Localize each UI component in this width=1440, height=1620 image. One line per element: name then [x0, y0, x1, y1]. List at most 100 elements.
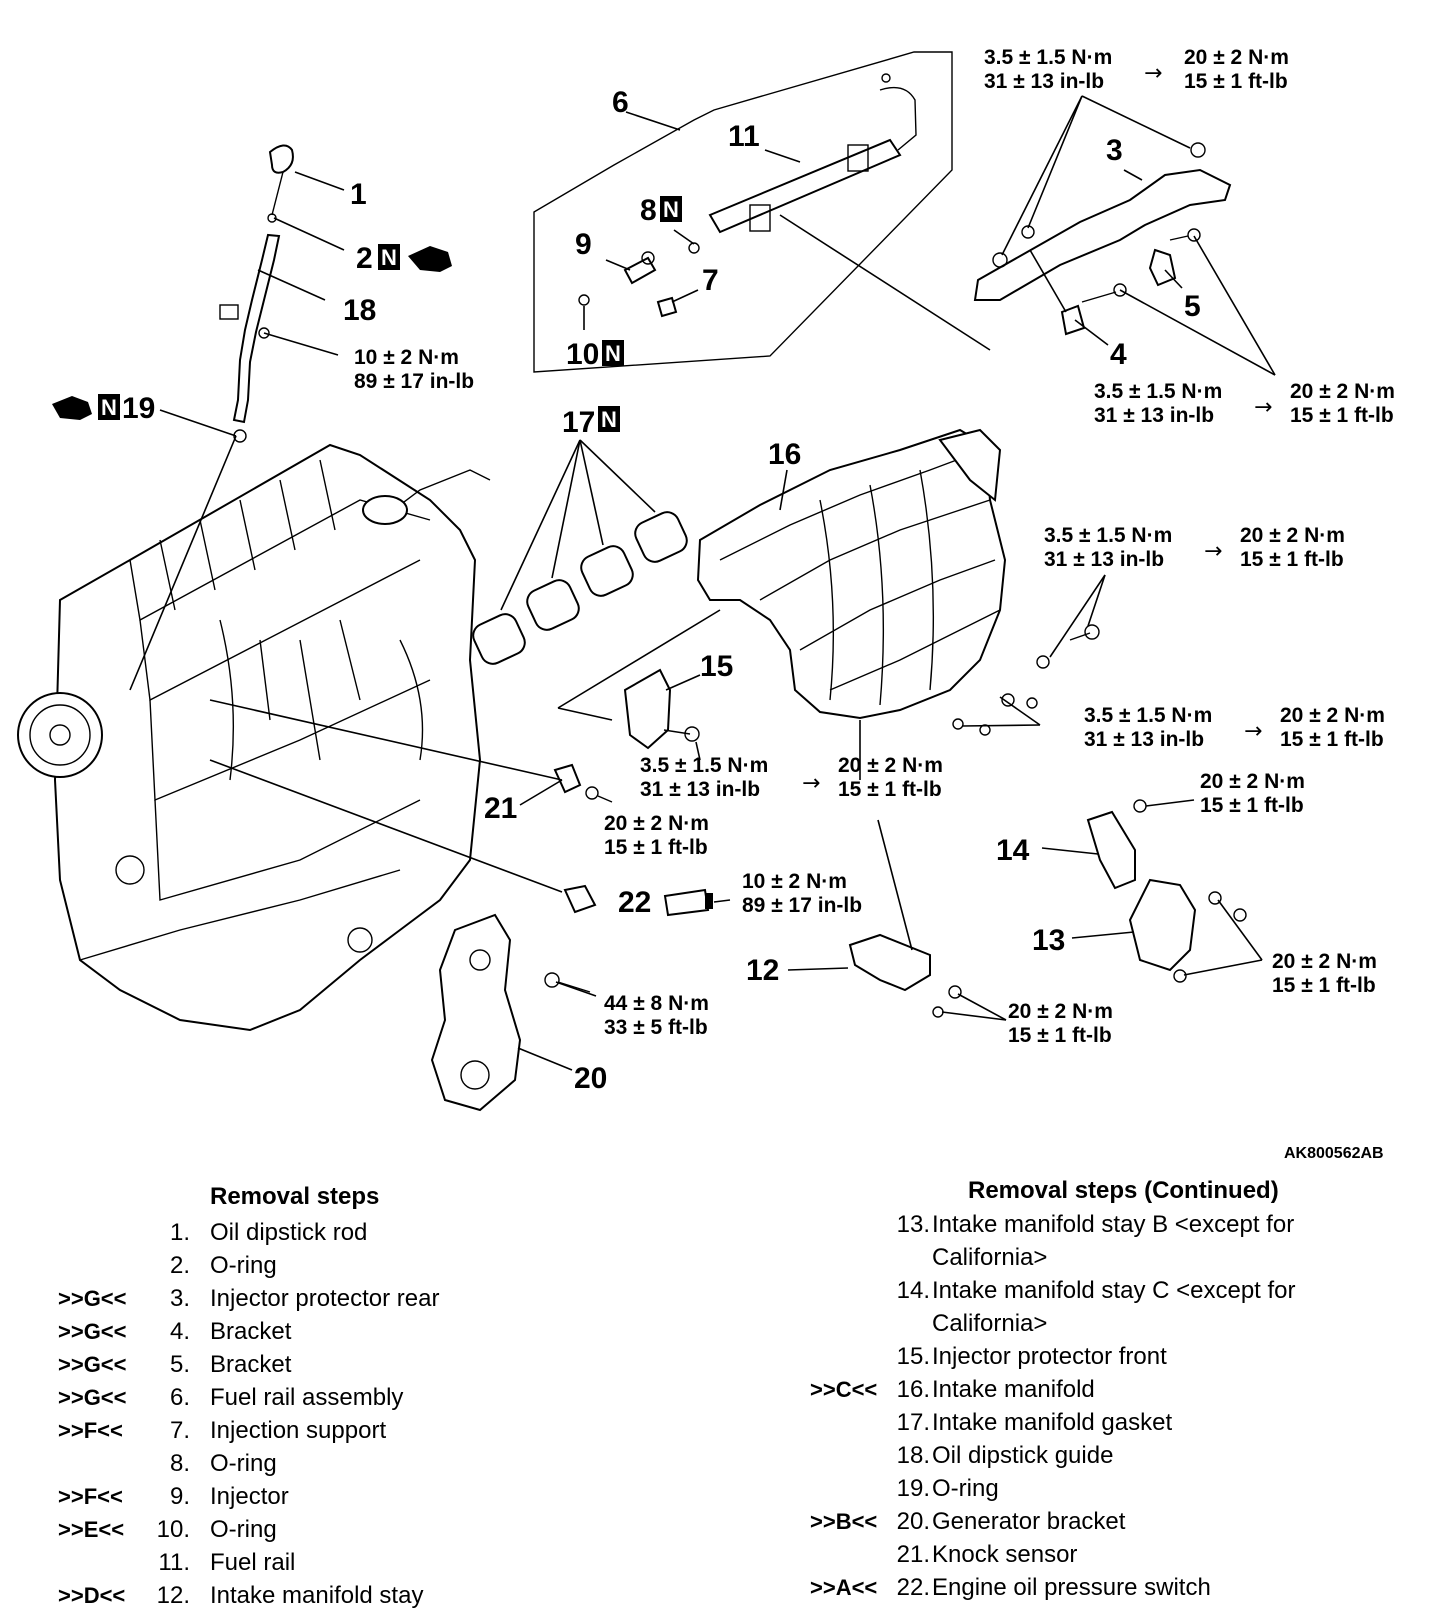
- torque-22-2: 89 ± 17 in-lb: [742, 894, 862, 917]
- torque-16b-b1: 20 ± 2 N·m: [1280, 704, 1385, 727]
- step-text: Bracket: [210, 1318, 292, 1345]
- step-text: Injector protector rear: [210, 1285, 440, 1312]
- torque-16a-b1: 20 ± 2 N·m: [1240, 524, 1345, 547]
- torque-arrow-3: →: [1144, 61, 1162, 86]
- callout-21: 21: [484, 792, 517, 825]
- callout-15: 15: [700, 650, 733, 683]
- step-number: 14.: [896, 1277, 930, 1304]
- step-text: Bracket: [210, 1351, 292, 1378]
- step-number: 6.: [169, 1384, 190, 1411]
- torque-21-1: 20 ± 2 N·m: [604, 812, 709, 835]
- step-number: 22.: [896, 1574, 930, 1601]
- step-code: >>E<<: [58, 1517, 125, 1542]
- torque-14-2: 15 ± 1 ft-lb: [1200, 794, 1304, 817]
- step-number: 19.: [896, 1475, 930, 1502]
- callout-16: 16: [768, 438, 801, 471]
- step-text: Intake manifold stay B <except for: [932, 1211, 1295, 1238]
- callout-8: 8: [640, 194, 657, 227]
- step-number: 5.: [169, 1351, 190, 1378]
- torque-45-b2: 15 ± 1 ft-lb: [1290, 404, 1394, 427]
- removal-steps-continued-title: Removal steps (Continued): [968, 1177, 1279, 1204]
- step-number: 18.: [896, 1442, 930, 1469]
- engine-block: [17, 443, 491, 1032]
- torque-13-1: 20 ± 2 N·m: [1272, 950, 1377, 973]
- torque-16a-a2: 31 ± 13 in-lb: [1044, 548, 1164, 571]
- svg-text:N: N: [663, 197, 679, 222]
- callout-12: 12: [746, 954, 779, 987]
- removal-steps-title: Removal steps: [210, 1183, 380, 1210]
- callout-18: 18: [343, 294, 376, 327]
- step-text: Intake manifold gasket: [932, 1409, 1173, 1436]
- step-code: >>G<<: [58, 1286, 127, 1311]
- step-number: 7.: [169, 1417, 190, 1444]
- fuel-rail-assembly: [533, 51, 953, 373]
- leader-lines: [129, 95, 1276, 1071]
- torque-21-2: 15 ± 1 ft-lb: [604, 836, 708, 859]
- step-number: 16.: [896, 1376, 930, 1403]
- step-text: Injection support: [210, 1417, 387, 1444]
- intake-gaskets: [472, 511, 688, 665]
- torque-15-a2: 31 ± 13 in-lb: [640, 778, 760, 801]
- new-part-mark-10: N: [602, 340, 624, 366]
- torque-45-b1: 20 ± 2 N·m: [1290, 380, 1395, 403]
- step-text: Intake manifold stay: [210, 1582, 424, 1609]
- exploded-view-diagram: 1 2 N 18 19 N 6 11 8 N 9 7 10 N 3 5 4 17…: [17, 46, 1395, 1162]
- step-number: 8.: [169, 1450, 190, 1477]
- grease-icon-2: [408, 246, 452, 272]
- step-text-continued: California>: [932, 1244, 1048, 1271]
- step-number: 13.: [896, 1211, 930, 1238]
- callout-14: 14: [996, 834, 1030, 867]
- figure-id: AK800562AB: [1284, 1145, 1384, 1162]
- callout-7: 7: [702, 264, 719, 297]
- torque-18-1: 10 ± 2 N·m: [354, 346, 459, 369]
- callout-22: 22: [618, 886, 651, 919]
- torque-12-2: 15 ± 1 ft-lb: [1008, 1024, 1112, 1047]
- torque-3-b1: 20 ± 2 N·m: [1184, 46, 1289, 69]
- new-part-mark-19: N: [98, 394, 120, 420]
- step-text: Oil dipstick rod: [210, 1219, 368, 1246]
- intake-manifold: [696, 428, 1007, 720]
- torque-20-1: 44 ± 8 N·m: [604, 992, 709, 1015]
- step-code: >>B<<: [810, 1509, 878, 1534]
- step-number: 15.: [896, 1343, 930, 1370]
- torque-15-b2: 15 ± 1 ft-lb: [838, 778, 942, 801]
- torque-12-1: 20 ± 2 N·m: [1008, 1000, 1113, 1023]
- step-code: >>C<<: [810, 1377, 878, 1402]
- torque-18-2: 89 ± 17 in-lb: [354, 370, 474, 393]
- callout-2: 2: [356, 242, 373, 275]
- callout-4: 4: [1110, 338, 1127, 371]
- step-code: >>F<<: [58, 1418, 123, 1443]
- step-text: O-ring: [210, 1252, 277, 1279]
- step-text: Intake manifold stay C <except for: [932, 1277, 1296, 1304]
- torque-arrow-16b: →: [1244, 719, 1262, 744]
- step-code: >>D<<: [58, 1583, 126, 1608]
- step-text: Injector: [210, 1483, 289, 1510]
- step-text: Fuel rail assembly: [210, 1384, 404, 1411]
- svg-text:N: N: [381, 245, 397, 270]
- torque-3-a1: 3.5 ± 1.5 N·m: [984, 46, 1112, 69]
- callout-5: 5: [1184, 290, 1201, 323]
- torque-3-b2: 15 ± 1 ft-lb: [1184, 70, 1288, 93]
- torque-16a-b2: 15 ± 1 ft-lb: [1240, 548, 1344, 571]
- svg-text:N: N: [601, 407, 617, 432]
- step-code: >>G<<: [58, 1385, 127, 1410]
- step-number: 11.: [158, 1549, 190, 1576]
- torque-13-2: 15 ± 1 ft-lb: [1272, 974, 1376, 997]
- step-number: 10.: [156, 1516, 190, 1543]
- new-part-mark-2: N: [378, 244, 400, 270]
- torque-45-a1: 3.5 ± 1.5 N·m: [1094, 380, 1222, 403]
- step-text-continued: California>: [932, 1310, 1048, 1337]
- step-code: >>A<<: [810, 1575, 878, 1600]
- step-code: >>G<<: [58, 1319, 127, 1344]
- torque-arrow-16a: →: [1204, 539, 1222, 564]
- callout-17: 17: [562, 406, 595, 439]
- torque-15-a1: 3.5 ± 1.5 N·m: [640, 754, 768, 777]
- new-part-mark-8: N: [660, 196, 682, 222]
- callout-1: 1: [350, 178, 367, 211]
- step-text: Knock sensor: [932, 1541, 1078, 1568]
- torque-arrow-15: →: [802, 771, 820, 796]
- step-text: Generator bracket: [932, 1508, 1126, 1535]
- step-text: O-ring: [210, 1450, 277, 1477]
- callout-20: 20: [574, 1062, 607, 1095]
- step-number: 1.: [169, 1219, 190, 1246]
